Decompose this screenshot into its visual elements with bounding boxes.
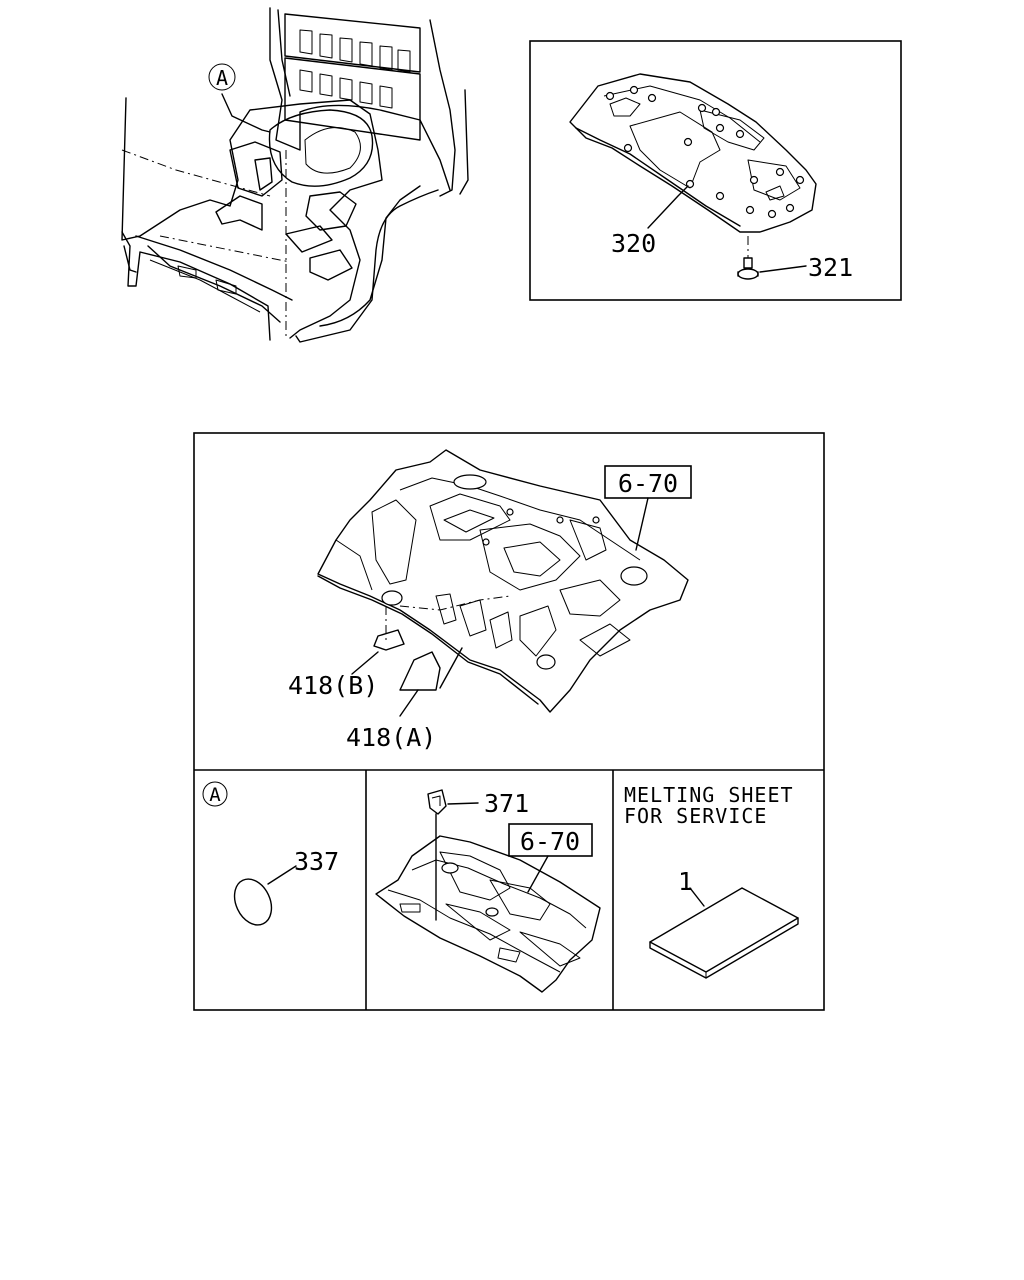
leader-1: [689, 887, 705, 907]
marker-a-callout-detail: A: [202, 781, 228, 807]
label-418a: 418(A): [346, 723, 436, 752]
ref-6-70-main: 6-70: [618, 469, 678, 498]
floor-insulator-320-illustration: [569, 73, 817, 233]
leader-321: [759, 265, 807, 273]
leader-371: [447, 802, 479, 805]
melting-sheet-note-line1: MELTING SHEET: [624, 783, 794, 807]
melting-sheet-note-line2: FOR SERVICE: [624, 804, 767, 828]
svg-text:A: A: [209, 784, 221, 806]
panel-320-frame: [529, 40, 902, 301]
leader-6-70-detail: [527, 855, 549, 893]
label-1: 1: [678, 867, 693, 896]
leader-337: [267, 865, 297, 885]
svg-text:A: A: [216, 66, 228, 90]
floor-plug-418b-illustration: [373, 606, 405, 651]
floor-panel-detail-illustration: [375, 835, 601, 993]
marker-a-callout-top: A: [208, 63, 236, 91]
rear-floor-panel-illustration: [317, 449, 689, 713]
clip-321-illustration: [737, 236, 759, 280]
vehicle-floor-overview: [121, 7, 469, 343]
clip-371-illustration: [427, 789, 447, 921]
label-337: 337: [294, 847, 339, 876]
label-321: 321: [808, 253, 853, 282]
leader-418a: [399, 647, 463, 717]
ref-6-70-detail: 6-70: [520, 827, 580, 856]
leader-418b: [351, 651, 379, 675]
floor-plug-418a-illustration: [399, 651, 441, 691]
plug-337-illustration: [233, 878, 273, 926]
label-418b: 418(B): [288, 671, 378, 700]
ref-box-6-70-detail: [508, 823, 593, 857]
main-panel-frame: [193, 432, 825, 1011]
label-320: 320: [611, 229, 656, 258]
melting-sheet-1-illustration: [649, 887, 799, 979]
label-371: 371: [484, 789, 529, 818]
leader-6-70-main: [635, 497, 649, 551]
leader-320: [647, 185, 689, 229]
